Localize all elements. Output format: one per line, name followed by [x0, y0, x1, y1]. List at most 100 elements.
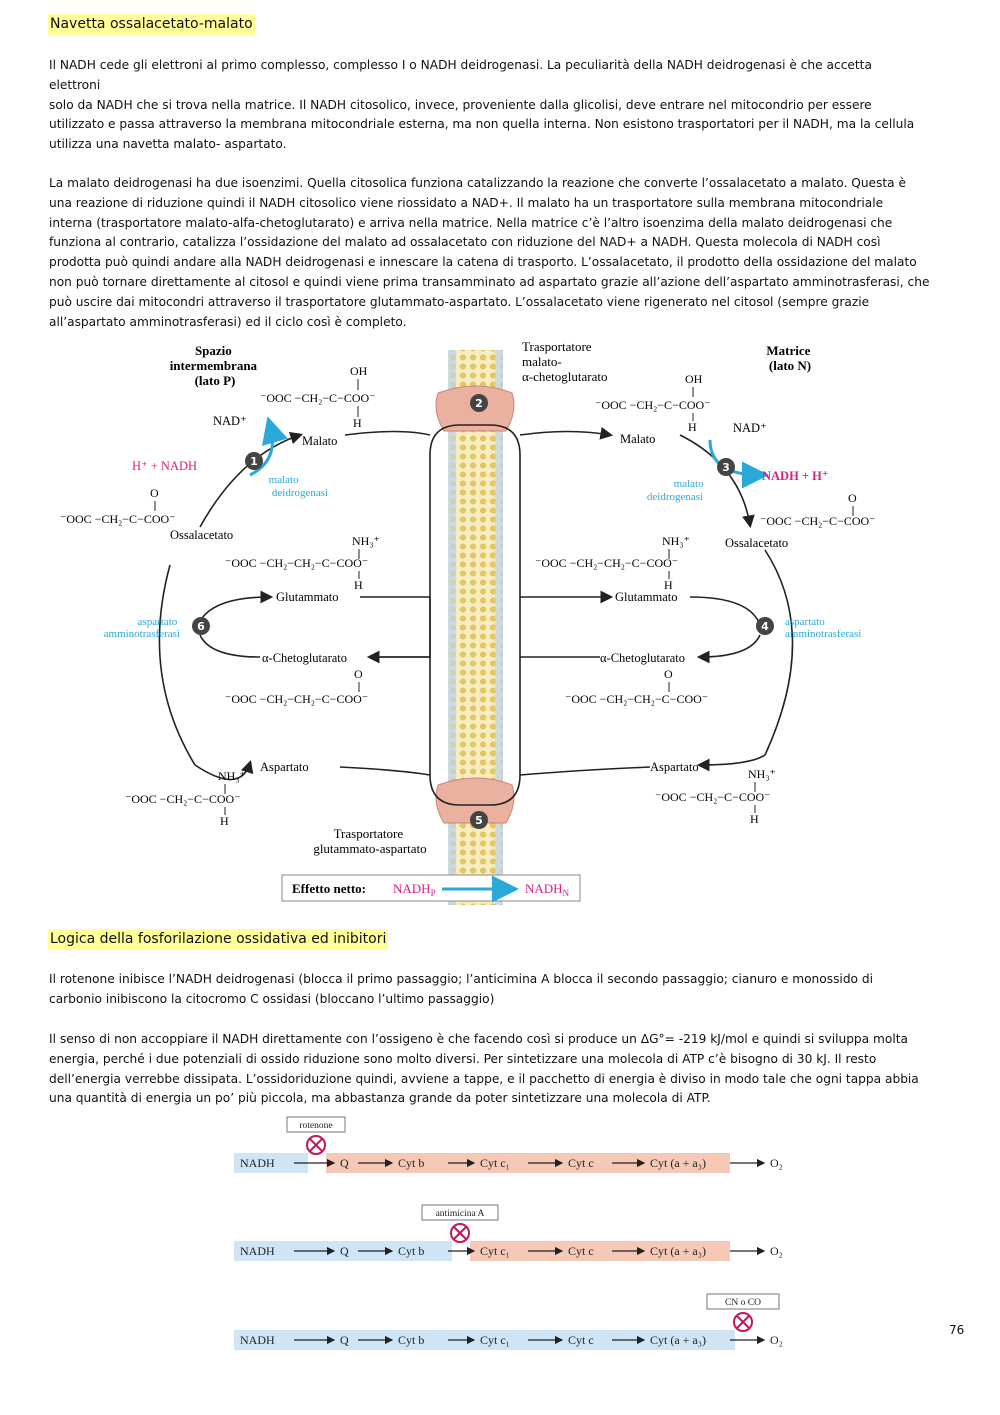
- text-line: dell’energia verrebbe dissipata. L’ossid…: [49, 1071, 919, 1086]
- formula-ketoglutarate-left: O ⁻OOC −CH₂−CH₂−C−COO⁻: [225, 667, 368, 706]
- enzyme-mdh-right: malato deidrogenasi: [647, 478, 706, 503]
- paragraph-inhibitors: Il rotenone inibisce l’NADH deidrogenasi…: [49, 970, 949, 1010]
- text-line: utilizza una navetta malato- aspartato.: [49, 137, 287, 152]
- label-nad-left: NAD⁺: [213, 414, 247, 428]
- svg-text:⁻OOC −CH₂−CH₂−C−COO⁻: ⁻OOC −CH₂−CH₂−C−COO⁻: [565, 692, 708, 706]
- svg-text:H: H: [220, 814, 229, 828]
- formula-aspartate-left: NH₃⁺ ⁻OOC −CH₂−C−COO⁻ H: [125, 769, 246, 828]
- text-line: Il NADH cede gli elettroni al primo comp…: [49, 58, 872, 72]
- text-line: La malato deidrogenasi ha due isoenzimi.…: [49, 176, 907, 190]
- text-line: Il senso di non accoppiare il NADH diret…: [49, 1032, 908, 1046]
- text-line: elettroni: [49, 77, 101, 92]
- formula-oxaloacetate-left: O ⁻OOC −CH₂−C−COO⁻: [60, 486, 176, 526]
- net-effect-box: Effetto netto: NADHP NADHN: [281, 874, 581, 903]
- paragraph-nadh-intro: Il NADH cede gli elettroni al primo comp…: [49, 56, 949, 155]
- paragraph-energy: Il senso di non accoppiare il NADH diret…: [49, 1030, 949, 1109]
- formula-aspartate-right: NH₃⁺ ⁻OOC −CH₂−C−COO⁻ H: [655, 767, 776, 826]
- text-line: energia, perché i due potenziali di ossi…: [49, 1051, 877, 1066]
- chain-node: O₂: [770, 1333, 783, 1347]
- label-h-nadh: H⁺ + NADH: [132, 459, 197, 473]
- svg-text:NADHN: NADHN: [525, 881, 570, 898]
- svg-text:NH₃⁺: NH₃⁺: [748, 767, 776, 781]
- label-malato-left: Malato: [302, 434, 337, 448]
- svg-text:⁻OOC −CH₂−C−COO⁻: ⁻OOC −CH₂−C−COO⁻: [595, 398, 711, 412]
- svg-text:H: H: [750, 812, 759, 826]
- label-ossalacetato-left: Ossalacetato: [170, 528, 233, 542]
- step-marker-2: 2: [470, 394, 488, 412]
- svg-text:2: 2: [475, 397, 483, 410]
- text-line: utilizzato e passa attraverso la membran…: [49, 117, 915, 132]
- label-aspartato-left: Aspartato: [260, 760, 309, 774]
- chain-node: Cyt (a + a₃): [650, 1156, 706, 1170]
- step-marker-4: 4: [756, 617, 774, 635]
- svg-text:NADHP: NADHP: [393, 881, 436, 898]
- svg-text:⁻OOC −CH₂−C−COO⁻: ⁻OOC −CH₂−C−COO⁻: [760, 514, 876, 528]
- svg-text:⁻OOC −CH₂−CH₂−C−COO⁻: ⁻OOC −CH₂−CH₂−C−COO⁻: [225, 556, 368, 570]
- malate-aspartate-shuttle-diagram: Spazio intermembrana (lato P) Matrice (l…: [60, 339, 876, 905]
- formula-malate-right: OH ⁻OOC −CH₂−C−COO⁻ H: [595, 372, 711, 434]
- text-line: può uscire dai mitocondri attraverso il …: [49, 294, 870, 309]
- svg-text:H: H: [688, 420, 697, 434]
- svg-text:OH: OH: [350, 364, 368, 378]
- chain-node: Cyt c: [568, 1333, 594, 1347]
- chain-node: Cyt c₁: [480, 1333, 510, 1347]
- svg-text:⁻OOC −CH₂−CH₂−C−COO⁻: ⁻OOC −CH₂−CH₂−C−COO⁻: [225, 692, 368, 706]
- inhibitor-label: rotenone: [299, 1121, 332, 1131]
- label-aspartato-right: Aspartato: [650, 760, 699, 774]
- text-line: interna (trasportatore malato-alfa-cheto…: [49, 215, 893, 230]
- formula-oxaloacetate-right: O ⁻OOC −CH₂−C−COO⁻: [760, 491, 876, 528]
- inhibitor-label: antimicina A: [436, 1209, 485, 1219]
- chain-node: Cyt c₁: [480, 1156, 510, 1170]
- svg-text:4: 4: [761, 620, 769, 633]
- svg-text:OH: OH: [685, 372, 703, 386]
- formula-glutamate-left: NH₃⁺ ⁻OOC −CH₂−CH₂−C−COO⁻ H: [225, 534, 380, 592]
- label-glutammato-left: Glutammato: [276, 590, 339, 604]
- chain-node: NADH: [240, 1333, 275, 1347]
- formula-malate-left: OH ⁻OOC −CH₂−C−COO⁻ H: [260, 364, 376, 430]
- text-line: Il rotenone inibisce l’NADH deidrogenasi…: [49, 972, 874, 986]
- label-glutammato-right: Glutammato: [615, 590, 678, 604]
- label-chetoglutarato-left: α-Chetoglutarato: [262, 651, 347, 665]
- text-line: una quantità di energia un po’ più picco…: [49, 1091, 711, 1106]
- svg-text:⁻OOC −CH₂−C−COO⁻: ⁻OOC −CH₂−C−COO⁻: [260, 391, 376, 405]
- svg-text:1: 1: [250, 455, 258, 468]
- page-number: 76: [949, 1323, 965, 1337]
- enzyme-ast-right: aspartato amminotrasferasi: [785, 616, 861, 640]
- svg-text:NH₃⁺: NH₃⁺: [352, 534, 380, 548]
- section-heading-inhibitors: Logica della fosforilazione ossidativa e…: [48, 929, 389, 950]
- chain-node: NADH: [240, 1244, 275, 1258]
- transporter-glutamate-aspartate: [435, 777, 515, 824]
- svg-text:H: H: [354, 578, 363, 592]
- text-line: solo da NADH che si trova nella matrice.…: [49, 97, 872, 112]
- chain-node: O₂: [770, 1156, 783, 1170]
- step-marker-1: 1: [245, 452, 263, 470]
- step-marker-3: 3: [717, 458, 735, 476]
- right-compartment-title: Matrice (lato N): [766, 343, 813, 373]
- svg-text:⁻OOC −CH₂−C−COO⁻: ⁻OOC −CH₂−C−COO⁻: [655, 790, 771, 804]
- svg-text:6: 6: [197, 620, 205, 633]
- label-malato-right: Malato: [620, 432, 655, 446]
- chain-node: Cyt (a + a₃): [650, 1333, 706, 1347]
- svg-text:O: O: [848, 491, 857, 505]
- label-ossalacetato-right: Ossalacetato: [725, 536, 788, 550]
- chain-node: Cyt c: [568, 1244, 594, 1258]
- inhibition-icon: [733, 1312, 753, 1332]
- inhibitor-label: CN o CO: [725, 1298, 761, 1308]
- svg-text:3: 3: [722, 461, 730, 474]
- enzyme-ast-left: aspartato amminotrasferasi: [104, 616, 180, 640]
- chain-node: Cyt b: [398, 1244, 424, 1258]
- svg-text:NH₃⁺: NH₃⁺: [218, 769, 246, 783]
- svg-text:H: H: [353, 416, 362, 430]
- section-heading-shuttle: Navetta ossalacetato-malato: [48, 14, 255, 35]
- text-line: non può tornare direttamente al citosol …: [49, 274, 930, 289]
- svg-text:O: O: [150, 486, 159, 500]
- svg-text:⁻OOC −CH₂−CH₂−C−COO⁻: ⁻OOC −CH₂−CH₂−C−COO⁻: [535, 556, 678, 570]
- text-line: funziona al contrario, catalizza l’ossid…: [49, 235, 881, 250]
- svg-text:⁻OOC −CH₂−C−COO⁻: ⁻OOC −CH₂−C−COO⁻: [125, 792, 241, 806]
- transporter-bottom-label: Trasportatore glutammato-aspartato: [313, 826, 426, 856]
- chain-node: Cyt b: [398, 1333, 424, 1347]
